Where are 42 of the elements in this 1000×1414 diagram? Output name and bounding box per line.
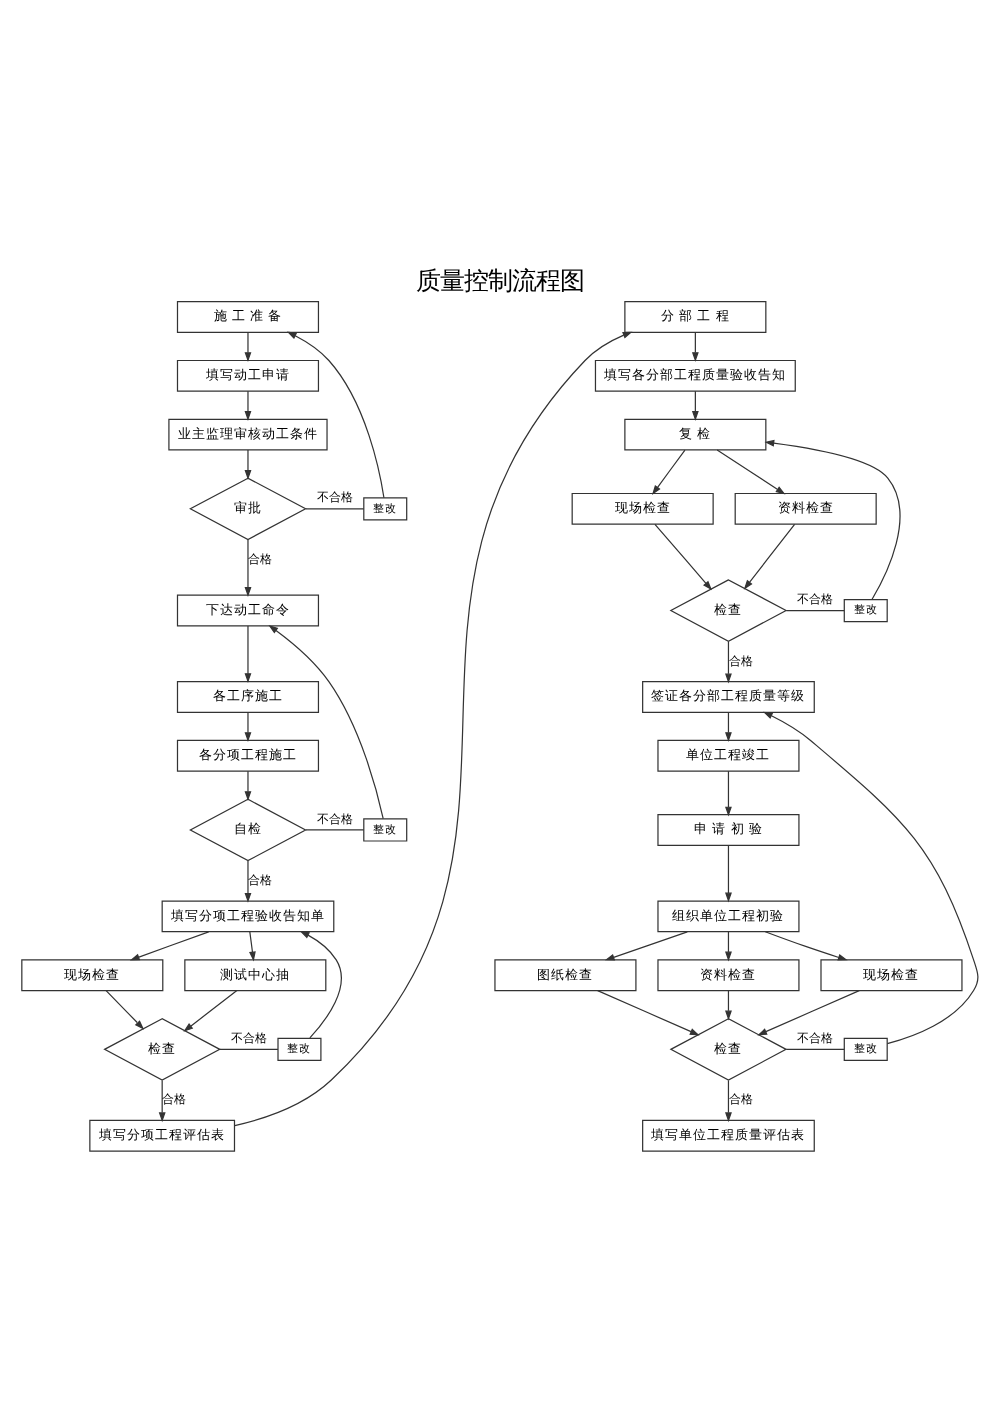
arrow [691,389,699,420]
arrow [244,330,252,362]
arrow [764,438,901,600]
arrow [654,522,713,590]
arrow [716,448,786,494]
arrow [725,989,732,1020]
arrow [725,1078,732,1122]
arrow [244,859,252,902]
arrow [757,989,860,1035]
connector [305,828,365,830]
arrow [764,930,848,960]
arrow [105,989,145,1029]
arrow [129,930,210,960]
arrow [244,448,252,479]
diagram-title: 质量控制流程图 [415,266,584,295]
arrow [725,930,732,961]
arrow [597,989,700,1035]
arrow [286,330,385,498]
arrow [762,710,979,1044]
arrow [743,522,796,589]
arrow [725,769,732,816]
connector [219,1047,279,1049]
arrow [244,710,252,742]
arrow [299,929,342,1038]
connector [785,608,845,611]
arrow [725,843,732,902]
arrow [268,624,384,819]
arrow [725,710,732,742]
arrow [244,769,252,801]
arrow [234,330,633,1126]
connector [785,1047,845,1049]
arrow [244,624,252,682]
connector [305,507,365,509]
arrow [651,448,686,494]
arrow [244,538,252,596]
arrow [158,1078,166,1122]
arrow [183,989,238,1031]
arrow [604,930,688,960]
arrow [725,640,732,683]
arrow [691,330,699,362]
arrow [244,389,252,420]
arrow [249,930,256,961]
